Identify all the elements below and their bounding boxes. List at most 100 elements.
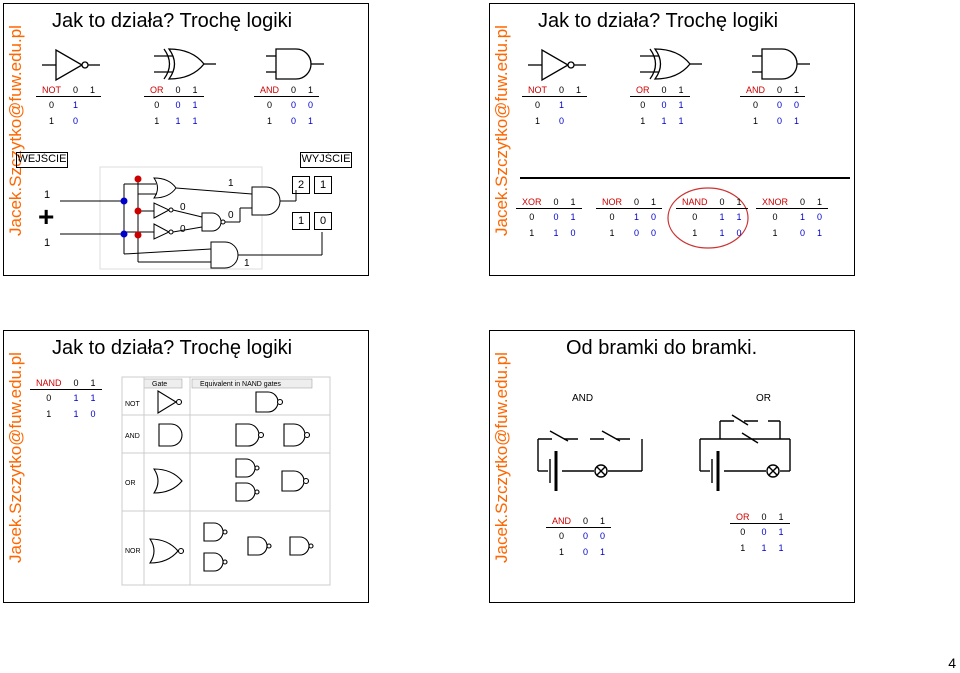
- table-header-cell: 1: [672, 84, 690, 97]
- table-cell: 1: [267, 116, 273, 126]
- table-cell: 0: [817, 212, 823, 222]
- table-header-cell: 0: [67, 377, 85, 390]
- table-cell: 0: [651, 212, 657, 222]
- nand-equivalents-figure: Gate Equivalent in NAND gates NOT AND OR…: [121, 376, 331, 586]
- logic-diagram: 1 0 0 0 1 1 1 +: [38, 48, 324, 270]
- table-header-cell: 0: [169, 84, 187, 97]
- table-cell: 1: [534, 116, 540, 126]
- table-cell: 1: [772, 228, 778, 238]
- slide-title: Jak to działa? Trochę logiki: [538, 10, 779, 32]
- table-cell: 0: [609, 212, 615, 222]
- table-header-cell: 0: [628, 196, 646, 209]
- table-header-cell: 0: [547, 196, 565, 209]
- table-header-cell: 0: [794, 196, 812, 209]
- table-gate-name: NOR: [596, 196, 628, 209]
- table-header-cell: 0: [577, 515, 595, 528]
- table-cell: 0: [48, 100, 54, 110]
- not-gate-symbol: [42, 48, 100, 82]
- table-cell: 1: [817, 228, 823, 238]
- table-cell: 0: [761, 527, 767, 537]
- or-circuit-label: OR: [756, 393, 771, 404]
- table-header-cell: 0: [713, 196, 731, 209]
- slide-1: Jak to działa? Trochę logiki Jacek.Szczy…: [3, 3, 369, 276]
- table-gate-name: OR: [630, 84, 656, 97]
- table-cell: 0: [661, 100, 667, 110]
- table-header-cell: 0: [771, 84, 789, 97]
- table-cell: 1: [661, 116, 667, 126]
- plus-sign: +: [38, 201, 54, 232]
- row-label-nor: NOR: [125, 548, 141, 555]
- table-gate-name: OR: [144, 84, 170, 97]
- table-cell: 0: [559, 116, 565, 126]
- table-cell: 1: [692, 228, 698, 238]
- wire-label: 0: [228, 210, 234, 221]
- slide-title: Od bramki do bramki.: [566, 337, 758, 359]
- table-cell: 0: [600, 531, 606, 541]
- table-cell: 0: [777, 100, 783, 110]
- table-cell: 0: [570, 228, 576, 238]
- table-cell: 1: [553, 228, 559, 238]
- output-top-right: 1: [314, 176, 332, 194]
- table-cell: 0: [154, 100, 160, 110]
- table-header-cell: 1: [594, 515, 612, 528]
- table-header-cell: 1: [84, 84, 102, 97]
- table-cell: 0: [46, 393, 52, 403]
- table-cell: 0: [267, 100, 273, 110]
- table-cell: 0: [529, 212, 535, 222]
- table-cell: 0: [692, 212, 698, 222]
- table-cell: 1: [90, 393, 96, 403]
- table-cell: 1: [529, 228, 535, 238]
- table-cell: 0: [753, 100, 759, 110]
- table-cell: 0: [90, 409, 96, 419]
- table-cell: 0: [308, 100, 314, 110]
- table-cell: 0: [736, 228, 742, 238]
- table-cell: 1: [740, 543, 746, 553]
- gate-header: Gate: [152, 381, 167, 388]
- table-cell: 1: [308, 116, 314, 126]
- table-gate-name: AND: [546, 515, 578, 528]
- table-cell: 0: [634, 228, 640, 238]
- table-cell: 1: [154, 116, 160, 126]
- table-cell: 0: [800, 228, 806, 238]
- nand-header: Equivalent in NAND gates: [200, 381, 281, 388]
- slide-2: Jak to działa? Trochę logiki Jacek.Szczy…: [489, 3, 855, 276]
- table-cell: 1: [736, 212, 742, 222]
- table-cell: 1: [46, 409, 52, 419]
- table-cell: 0: [291, 116, 297, 126]
- half-adder-circuit: [60, 166, 323, 270]
- table-cell: 1: [794, 116, 800, 126]
- table-cell: 1: [559, 100, 565, 110]
- table-header-cell: 1: [564, 196, 582, 209]
- table-cell: 1: [719, 228, 725, 238]
- output-top-left: 2: [292, 176, 310, 194]
- page-number: 4: [948, 655, 956, 671]
- table-cell: 1: [73, 393, 79, 403]
- slide-title: Jak to działa? Trochę logiki: [52, 337, 293, 359]
- table-cell: 0: [291, 100, 297, 110]
- table-cell: 1: [48, 116, 54, 126]
- table-cell: 0: [777, 116, 783, 126]
- table-cell: 1: [678, 116, 684, 126]
- table-cell: 1: [192, 116, 198, 126]
- wire-label: 0: [180, 224, 186, 235]
- table-header-cell: 1: [811, 196, 829, 209]
- table-header-cell: 0: [553, 84, 571, 97]
- table-cell: 1: [600, 547, 606, 557]
- table-cell: 1: [175, 116, 181, 126]
